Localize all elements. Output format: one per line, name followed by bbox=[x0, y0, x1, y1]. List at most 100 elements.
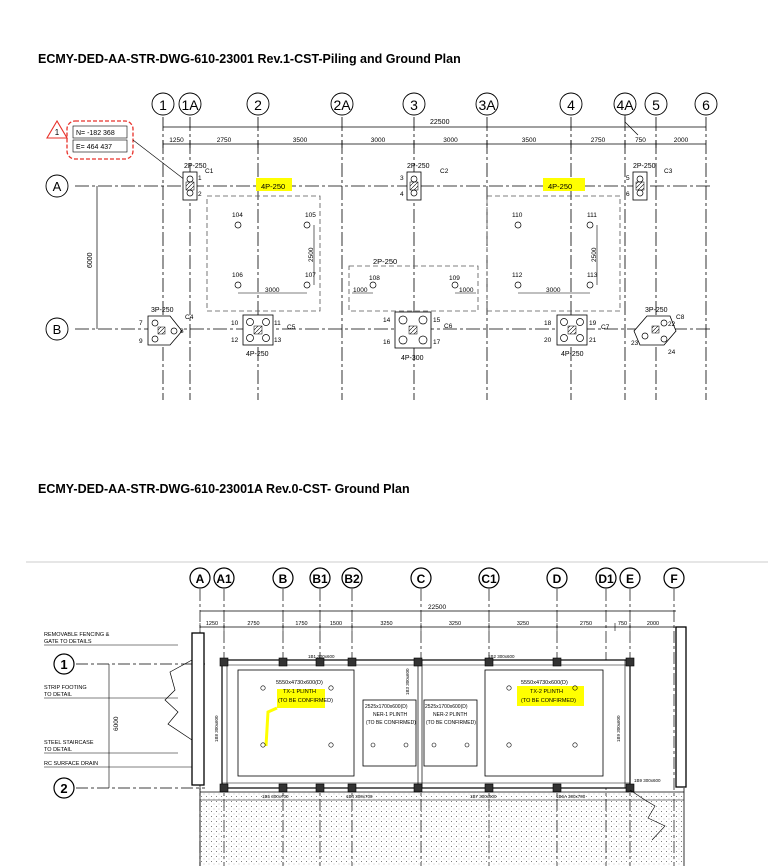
found-2-dim-l: 1000 bbox=[353, 287, 368, 294]
plinth-bolts bbox=[260, 685, 578, 748]
c3-pile-6: 6 bbox=[626, 191, 630, 198]
d2-columns bbox=[219, 657, 635, 793]
c1-label: 2P-250 bbox=[184, 163, 207, 170]
beam-1b2: 1B2 300x600 bbox=[488, 654, 515, 659]
pile-112: 112 bbox=[512, 272, 523, 279]
c8-cap: C8 bbox=[676, 314, 685, 321]
column-top-3 bbox=[347, 657, 357, 667]
beam-1b6: 1B7 300x600 bbox=[470, 794, 497, 799]
ground-slab bbox=[221, 659, 631, 789]
strip-footing-area bbox=[200, 792, 684, 866]
column-bottom-6 bbox=[552, 783, 562, 793]
beam-1b8: 1B9 300x600 bbox=[616, 715, 621, 742]
note-stair-2: TO DETAIL bbox=[44, 747, 72, 753]
column-bottom-5 bbox=[484, 783, 494, 793]
pile-104: 104 bbox=[232, 212, 243, 219]
pile-106: 106 bbox=[232, 272, 243, 279]
d1-grid-bubble-1: 1 bbox=[159, 97, 167, 113]
foundation-piles: 104 105 106 107 3000 2500 108 109 1000 1… bbox=[232, 212, 598, 294]
plinth-tx1 bbox=[237, 669, 355, 777]
pile-cap-c5: 4P-250 C5 10 11 12 13 bbox=[231, 314, 296, 358]
d2-grid-bubble-F: F bbox=[670, 572, 677, 586]
found-label-3: 4P-250 bbox=[548, 182, 572, 191]
c7-pile-18: 18 bbox=[544, 320, 552, 327]
pile-cap-c4: 3P-250 C4 7 9 8 bbox=[139, 307, 194, 346]
revision-north: N= -182 368 bbox=[76, 130, 115, 137]
column-top-2 bbox=[315, 657, 325, 667]
found-1-dim-h: 3000 bbox=[265, 287, 280, 294]
right-fence bbox=[675, 626, 687, 788]
d1-row-B: B bbox=[53, 322, 62, 337]
column-bottom-3 bbox=[347, 783, 357, 793]
beam-1b9: 1B9 300x600 bbox=[634, 778, 661, 783]
d1-grid-bubble-1A: 1A bbox=[181, 97, 199, 113]
plinth-ner1 bbox=[362, 699, 417, 767]
beam-1b5: 1B5 300x700 bbox=[262, 794, 289, 799]
c8-pile-22: 22 bbox=[668, 321, 676, 328]
pile-110: 110 bbox=[512, 212, 523, 219]
beam-1b6a: 1B6A 300x700 bbox=[556, 794, 586, 799]
d2-dim-5: 3250 bbox=[449, 621, 461, 627]
c5-pile-10: 10 bbox=[231, 320, 239, 327]
tx1-note: (TO BE CONFIRMED) bbox=[278, 698, 333, 704]
revision-triangle-icon bbox=[46, 119, 68, 139]
c8-pile-24: 24 bbox=[668, 349, 676, 356]
beam-1b4: 1B4 300x700 bbox=[346, 794, 373, 799]
c2-label: 2P-250 bbox=[407, 163, 430, 170]
c6-pile-14: 14 bbox=[383, 317, 391, 324]
d2-overall-dim: 22500 bbox=[428, 604, 446, 611]
beam-1b1: 1B1 300x600 bbox=[308, 654, 335, 659]
note-fencing-2: GATE TO DETAILS bbox=[44, 639, 92, 645]
ner2-size: 2525x1700x600(D) bbox=[425, 704, 468, 710]
d1-dim-7: 750 bbox=[635, 137, 646, 144]
c7-label: 4P-250 bbox=[561, 351, 584, 358]
d1-dim-4: 3000 bbox=[443, 137, 458, 144]
c5-pile-11: 11 bbox=[274, 320, 281, 327]
pile-108: 108 bbox=[369, 275, 380, 282]
column-top-7 bbox=[625, 657, 635, 667]
c4-pile-8: 8 bbox=[180, 328, 184, 335]
d2-dim-2: 1750 bbox=[295, 621, 307, 627]
d2-grid-bubble-E: E bbox=[626, 572, 634, 586]
c2-pile-4: 4 bbox=[400, 191, 404, 198]
column-top-5 bbox=[484, 657, 494, 667]
found-3-dim-h: 3000 bbox=[546, 287, 561, 294]
ner1-name: NER-1 PLINTH bbox=[373, 712, 408, 718]
highlight-tx1-tail bbox=[264, 706, 278, 747]
d2-dim-9: 2000 bbox=[647, 621, 659, 627]
highlight-tx2 bbox=[517, 686, 584, 706]
column-bottom-1 bbox=[278, 783, 288, 793]
d2-dim-0: 1250 bbox=[206, 621, 218, 627]
c1-pile-2: 2 bbox=[198, 191, 202, 198]
drawing1-title: ECMY-DED-AA-STR-DWG-610-23001 Rev.1-CST-… bbox=[38, 52, 461, 66]
foundation-box-left bbox=[206, 195, 321, 312]
highlight-4p-2 bbox=[543, 178, 585, 191]
d1-grid-bubble-2A: 2A bbox=[333, 97, 351, 113]
highlight-tx1 bbox=[277, 689, 325, 708]
c6-pile-17: 17 bbox=[433, 339, 441, 346]
drawing2-title: ECMY-DED-AA-STR-DWG-610-23001A Rev.0-CST… bbox=[38, 482, 410, 496]
found-2-dim-r: 1000 bbox=[459, 287, 474, 294]
beam-1b7: 1B8 300x600 bbox=[214, 715, 219, 742]
steel-staircase bbox=[164, 632, 205, 786]
d2-grid-bubble-C: C bbox=[417, 572, 426, 586]
c2-cap: C2 bbox=[440, 168, 449, 175]
c6-label: 4P-300 bbox=[401, 355, 424, 362]
column-bottom-7 bbox=[625, 783, 635, 793]
tx2-name: TX-2 PLINTH bbox=[530, 689, 563, 695]
d1-dim-1: 2750 bbox=[217, 137, 232, 144]
beam-1b3: 1B3 300x600 bbox=[405, 668, 410, 695]
c4-pile-7: 7 bbox=[139, 320, 143, 327]
c5-pile-13: 13 bbox=[274, 337, 282, 344]
d1-row-A: A bbox=[53, 179, 62, 194]
d2-dim-3: 1500 bbox=[330, 621, 342, 627]
d2-grid-bubble-A: A bbox=[196, 572, 205, 586]
c7-pile-19: 19 bbox=[589, 320, 597, 327]
column-top-1 bbox=[278, 657, 288, 667]
tx1-name: TX-1 PLINTH bbox=[283, 689, 316, 695]
ner2-note: (TO BE CONFIRMED) bbox=[426, 720, 476, 726]
